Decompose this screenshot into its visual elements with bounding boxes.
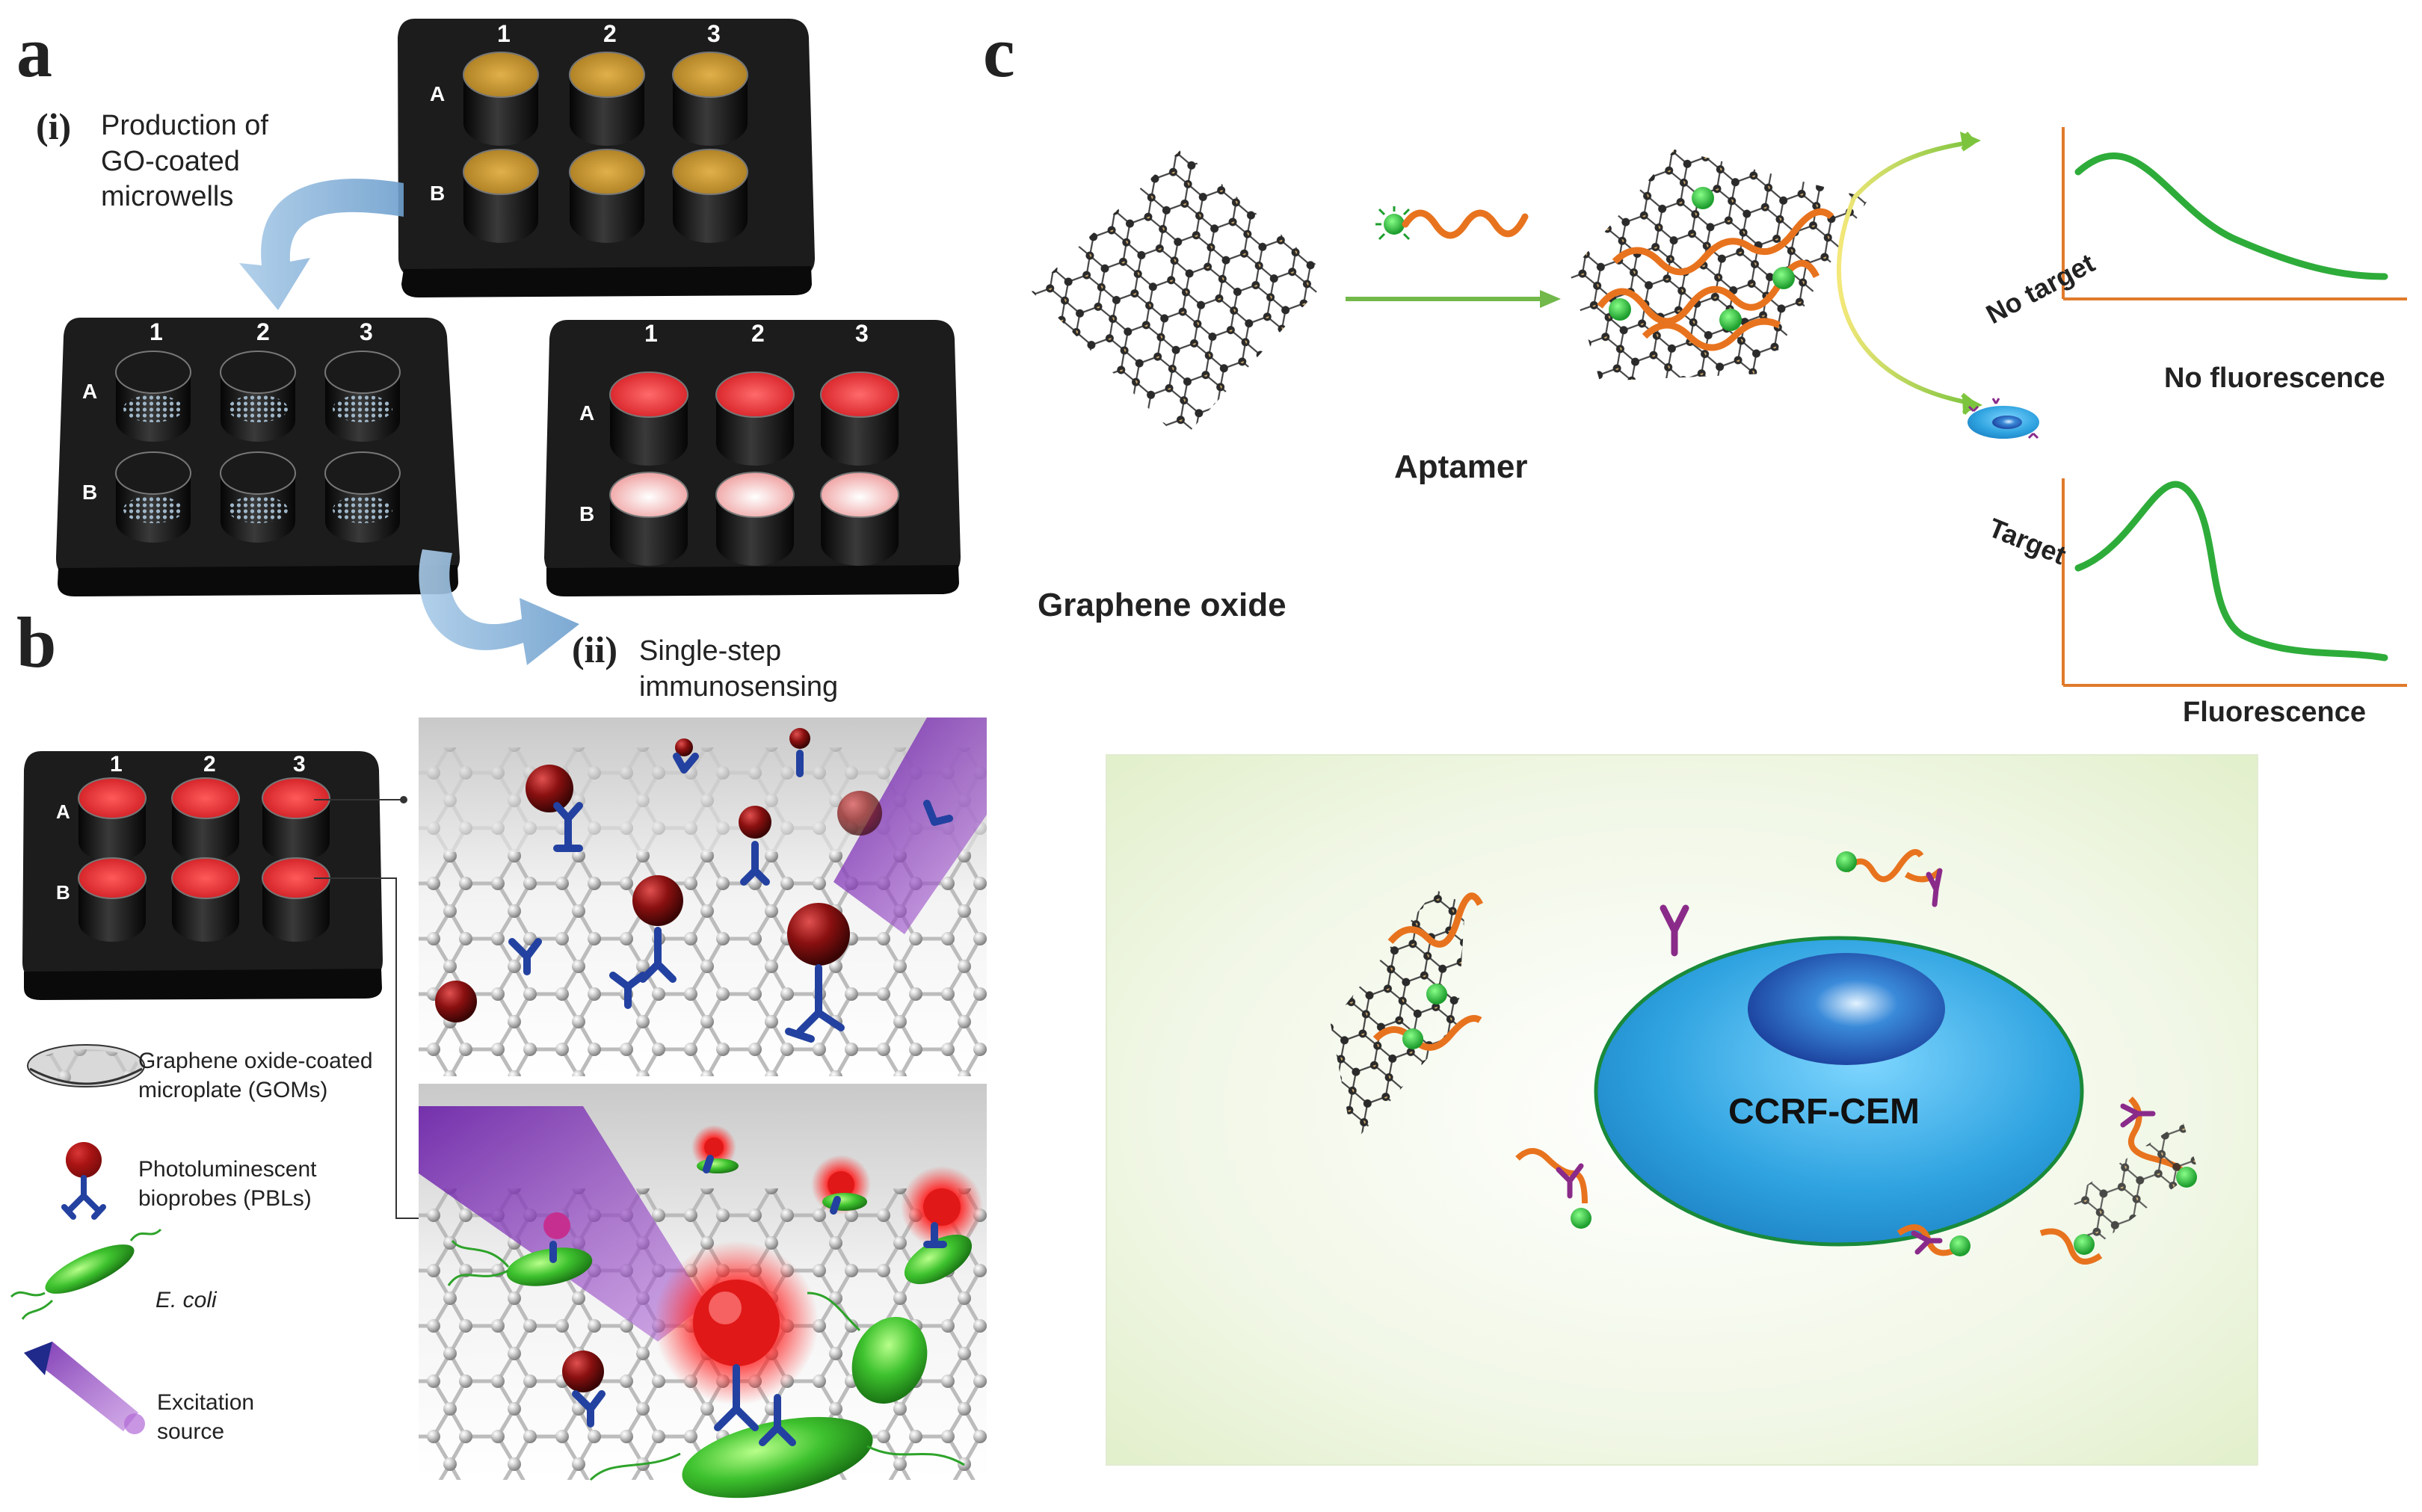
microwell [115, 451, 191, 543]
aptamer-label: Aptamer [1394, 448, 1528, 485]
microwell [672, 149, 748, 243]
curved-arrow-step-i [239, 179, 404, 310]
svg-text:1: 1 [110, 752, 123, 777]
step-ii-line-1: Single-step [639, 635, 782, 667]
legend-gom-line-2: microplate (GOMs) [138, 1078, 328, 1102]
legend-item-ecoli: E. coli [155, 1286, 217, 1315]
pbl-icon [61, 1142, 106, 1220]
panel-letter-b: b [16, 602, 57, 682]
svg-text:3: 3 [855, 320, 869, 347]
step-i-line-1: Production of [101, 110, 268, 141]
microwell [78, 777, 147, 862]
curved-arrow-step-ii [419, 549, 579, 665]
svg-text:A: A [56, 800, 70, 823]
microwell [609, 371, 688, 466]
panel-c-diagram [1032, 127, 2407, 1466]
step-ii-line-2: immunosensing [639, 670, 839, 703]
panel-letter-c: c [983, 12, 1015, 92]
microwell [78, 857, 147, 942]
svg-text:B: B [56, 881, 70, 904]
legend-ecoli-line-1: E. coli [155, 1288, 217, 1312]
zoom-view-no-target [419, 718, 987, 1076]
graphene-oxide-label: Graphene oxide [1038, 587, 1287, 623]
step-ii-label: (ii) [572, 628, 617, 671]
svg-text:A: A [579, 401, 594, 425]
step-i-numeral: (i) [36, 105, 72, 147]
ecoli-icon [10, 1228, 162, 1320]
svg-text:1: 1 [497, 20, 511, 47]
step-i-description: Production of GO-coated microwells [101, 108, 268, 215]
svg-text:2: 2 [203, 752, 216, 777]
graph-fluorescence [2062, 478, 2407, 687]
connector-line-b3 [314, 877, 426, 1219]
legend-pbl-line-1: Photoluminescent [138, 1157, 317, 1182]
graphene-aptamer-complex [1570, 149, 1869, 381]
microwell [820, 472, 899, 566]
svg-text:3: 3 [293, 752, 306, 777]
microwell [820, 371, 899, 466]
microwell [463, 149, 539, 243]
microwell [569, 52, 645, 146]
aptamer-arrow [1346, 206, 1561, 308]
graph-no-fluorescence [2062, 127, 2407, 300]
zoom-view-target-bound [419, 1084, 987, 1499]
no-fluorescence-label: No fluorescence [2164, 362, 2385, 394]
fluorescence-label: Fluorescence [2183, 697, 2366, 728]
panel-a-diagram: 1 2 3 A B 1 2 3 A B 1 2 3 A B [55, 19, 961, 665]
microwell [463, 52, 539, 146]
microwell [115, 351, 191, 442]
svg-text:B: B [82, 481, 97, 504]
svg-text:1: 1 [150, 318, 163, 345]
step-ii-description: Single-step immunosensing [639, 634, 838, 705]
microwell [171, 857, 240, 942]
svg-text:A: A [430, 82, 445, 105]
microwell [171, 777, 240, 862]
microwell [262, 777, 330, 862]
legend-excitation-line-1: Excitation [157, 1390, 255, 1415]
svg-text:B: B [579, 502, 594, 525]
svg-text:3: 3 [360, 318, 373, 345]
cell-label: CCRF-CEM [1728, 1092, 1920, 1132]
step-i-label: (i) [36, 105, 71, 148]
legend-excitation-line-2: source [157, 1419, 225, 1444]
svg-text:B: B [430, 182, 445, 205]
gom-icon [27, 1044, 145, 1087]
svg-text:2: 2 [603, 20, 617, 47]
graphene-oxide-sheet [1032, 149, 1331, 441]
microwell [715, 472, 795, 566]
step-ii-numeral: (ii) [572, 629, 618, 670]
microwell [609, 472, 688, 566]
microwell [220, 451, 296, 543]
panel-letter-a: a [16, 12, 52, 92]
legend-item-pbl: Photoluminescent bioprobes (PBLs) [138, 1155, 316, 1213]
svg-text:2: 2 [256, 318, 270, 345]
branch-arrows [1837, 132, 1976, 416]
svg-text:A: A [82, 380, 97, 403]
legend-item-gom: Graphene oxide-coated microplate (GOMs) [138, 1046, 373, 1105]
legend-pbl-line-2: bioprobes (PBLs) [138, 1186, 312, 1211]
microwell [262, 857, 330, 942]
cell-binding-panel [1106, 754, 2258, 1466]
step-i-line-3: microwells [101, 181, 234, 212]
legend-gom-line-1: Graphene oxide-coated [138, 1049, 373, 1073]
microwell [569, 149, 645, 243]
microwell [324, 451, 401, 543]
svg-text:1: 1 [644, 320, 658, 347]
legend-item-excitation: Excitation source [157, 1388, 254, 1446]
target-cell-icon [1968, 398, 2039, 439]
microwell [220, 351, 296, 442]
microwell [672, 52, 748, 146]
microwell [324, 351, 401, 442]
panel-b-diagram: 1 2 3 A B [10, 718, 987, 1499]
microwell [715, 371, 795, 466]
step-i-line-2: GO-coated [101, 145, 240, 177]
excitation-icon [24, 1342, 145, 1434]
svg-text:3: 3 [707, 20, 721, 47]
svg-text:2: 2 [751, 320, 765, 347]
